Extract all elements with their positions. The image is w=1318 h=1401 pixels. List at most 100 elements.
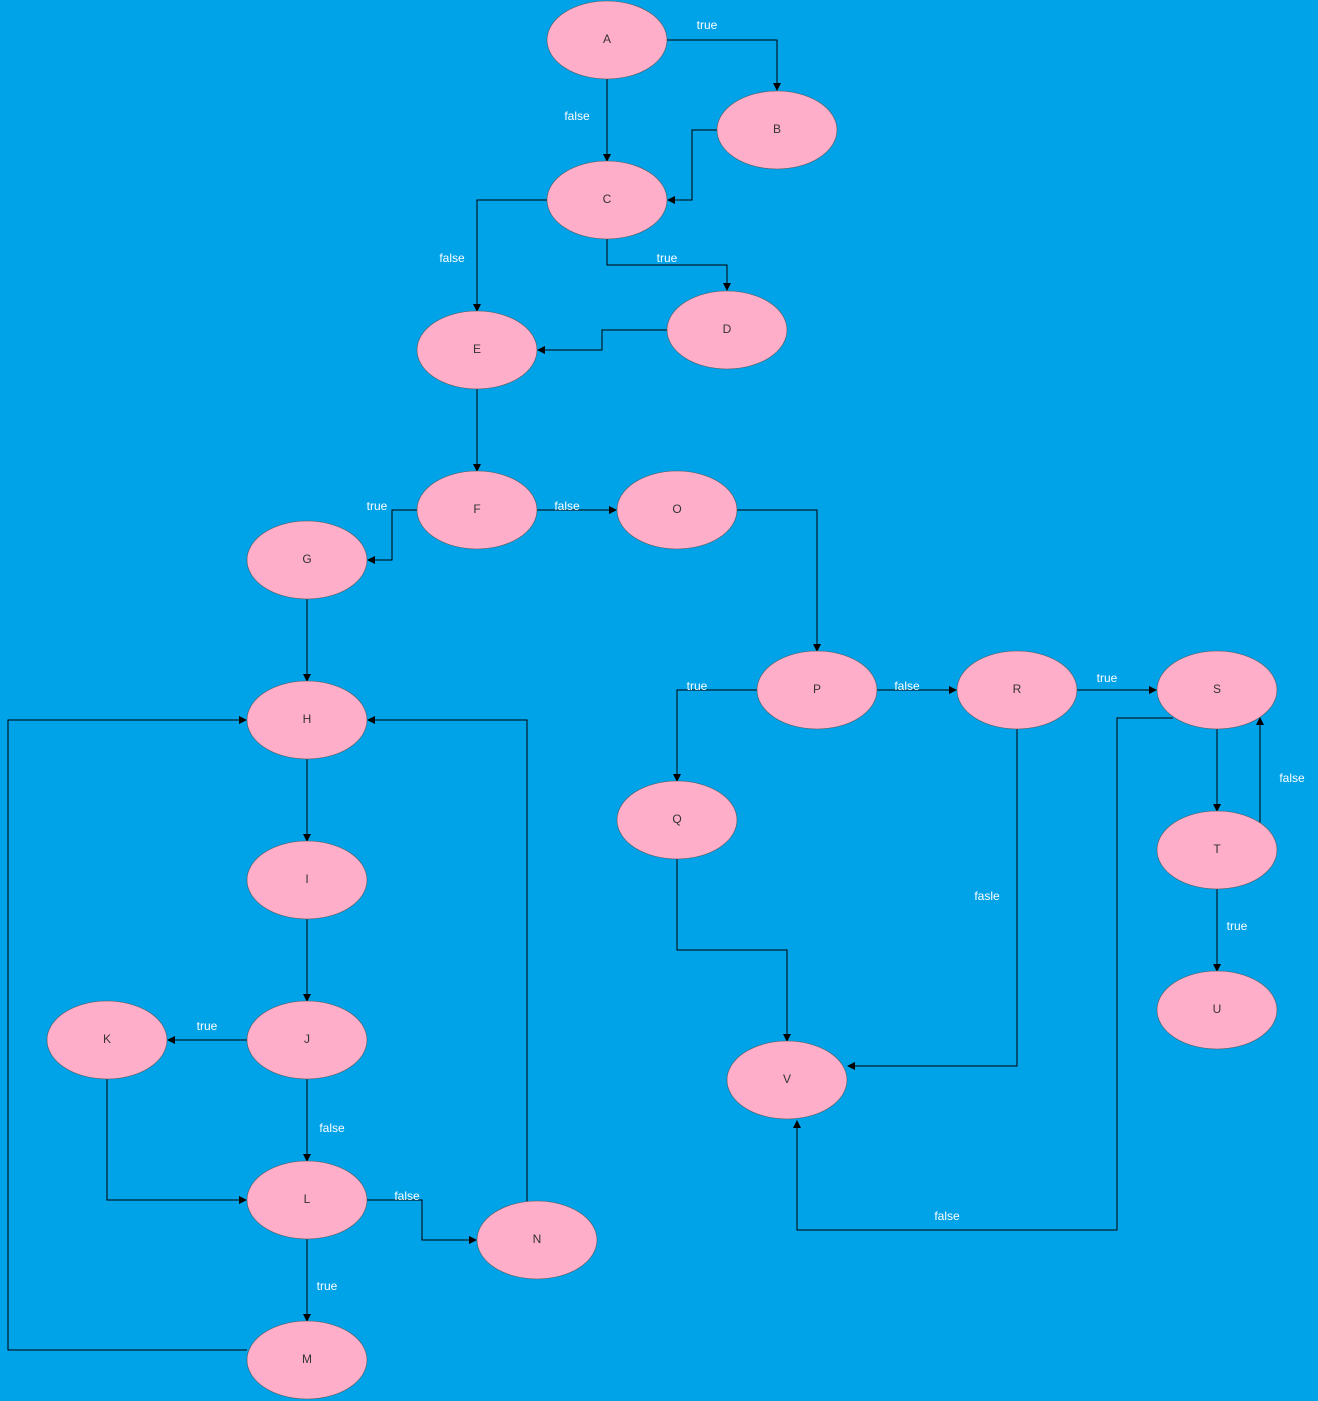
node-label: T [1213, 842, 1221, 856]
edge-label-t-u: true [1227, 919, 1248, 933]
node-d[interactable]: D [666, 290, 788, 370]
node-c[interactable]: C [546, 160, 668, 240]
edge-label-f-o: false [554, 499, 580, 513]
node-shape [1156, 970, 1278, 1050]
edge-labels-layer: true false false true true false true false fals… [197, 18, 1305, 1293]
edge-label-j-k: true [197, 1019, 218, 1033]
node-label: J [304, 1032, 310, 1046]
edge-c-d [606, 239, 731, 291]
node-shape [716, 90, 838, 170]
node-label: I [305, 872, 308, 886]
node-label: U [1213, 1002, 1222, 1016]
node-e[interactable]: E [416, 310, 538, 390]
node-shape [476, 1200, 598, 1280]
edge-label-l-n: false [394, 1189, 420, 1203]
node-label: E [473, 342, 481, 356]
edge-line [367, 509, 417, 564]
node-label: B [773, 122, 781, 136]
edge-line [793, 717, 1173, 1231]
edge-c-e [473, 199, 547, 312]
node-label: K [103, 1032, 111, 1046]
node-shape [246, 1000, 368, 1080]
node-label: N [533, 1232, 542, 1246]
edge-f-g [367, 509, 417, 564]
edge-line [367, 716, 528, 1202]
node-shape [546, 0, 668, 80]
edge-label-c-e: false [439, 251, 465, 265]
edge-label-p-q: true [687, 679, 708, 693]
node-h[interactable]: H [246, 680, 368, 760]
node-shape [546, 160, 668, 240]
edge-label-l-m: true [317, 1279, 338, 1293]
node-label: C [603, 192, 612, 206]
edge-m-h [7, 716, 247, 1351]
node-o[interactable]: O [616, 470, 738, 550]
edge-label-f-g: true [367, 499, 388, 513]
node-shape [616, 470, 738, 550]
edge-line [606, 239, 731, 291]
node-shape [756, 650, 878, 730]
edge-label-s-v: false [934, 1209, 960, 1223]
edge-l-n [367, 1199, 477, 1244]
node-t[interactable]: T [1156, 810, 1278, 890]
node-shape [246, 520, 368, 600]
node-s[interactable]: S [1156, 650, 1278, 730]
node-label: Q [672, 812, 681, 826]
node-q[interactable]: Q [616, 780, 738, 860]
edge-line [676, 859, 791, 1042]
edge-r-v [847, 729, 1018, 1070]
edge-line [367, 1199, 477, 1244]
node-m[interactable]: M [246, 1320, 368, 1400]
node-a[interactable]: A [546, 0, 668, 80]
node-label: F [473, 502, 480, 516]
node-shape [726, 1040, 848, 1120]
node-shape [956, 650, 1078, 730]
node-shape [666, 290, 788, 370]
node-label: S [1213, 682, 1221, 696]
node-v[interactable]: V [726, 1040, 848, 1120]
edge-line [7, 716, 247, 1351]
node-f[interactable]: F [416, 470, 538, 550]
edge-line [106, 1079, 247, 1204]
node-p[interactable]: P [756, 650, 878, 730]
edge-q-v [676, 859, 791, 1042]
node-shape [246, 840, 368, 920]
node-k[interactable]: K [46, 1000, 168, 1080]
edge-label-p-r: false [894, 679, 920, 693]
node-label: O [672, 502, 681, 516]
node-r[interactable]: R [956, 650, 1078, 730]
edge-line [667, 129, 717, 204]
edge-o-p [737, 509, 821, 652]
edge-b-c [667, 129, 717, 204]
node-label: L [304, 1192, 311, 1206]
edges-layer [7, 39, 1264, 1351]
node-label: H [303, 712, 312, 726]
edge-line [473, 199, 547, 312]
node-label: A [603, 32, 611, 46]
node-shape [416, 310, 538, 390]
node-u[interactable]: U [1156, 970, 1278, 1050]
edge-s-v [793, 717, 1173, 1231]
edge-d-e [537, 329, 667, 354]
node-label: M [302, 1352, 312, 1366]
node-label: P [813, 682, 821, 696]
node-shape [416, 470, 538, 550]
node-i[interactable]: I [246, 840, 368, 920]
node-shape [246, 1320, 368, 1400]
node-shape [246, 680, 368, 760]
node-n[interactable]: N [476, 1200, 598, 1280]
node-b[interactable]: B [716, 90, 838, 170]
node-j[interactable]: J [246, 1000, 368, 1080]
node-shape [1156, 810, 1278, 890]
edge-n-h [367, 716, 528, 1202]
edge-line [737, 509, 821, 652]
nodes-layer: A B C D E F G H I J K L M N O P Q R S T U V [46, 0, 1278, 1400]
edge-line [667, 39, 781, 91]
node-shape [246, 1160, 368, 1240]
node-l[interactable]: L [246, 1160, 368, 1240]
edge-k-l [106, 1079, 247, 1204]
node-g[interactable]: G [246, 520, 368, 600]
node-shape [1156, 650, 1278, 730]
